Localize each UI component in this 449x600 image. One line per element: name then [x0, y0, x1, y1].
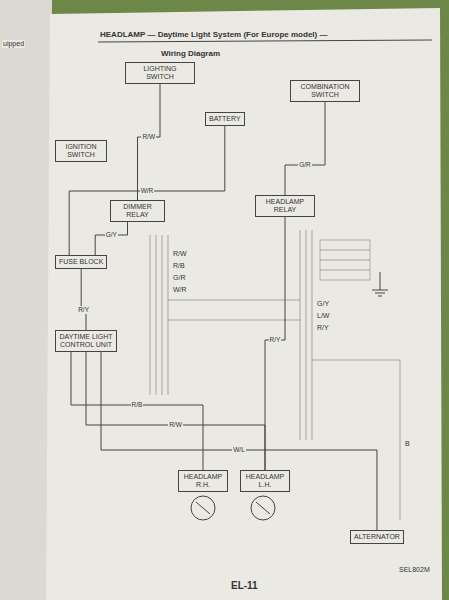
- wire: [265, 217, 285, 470]
- component-box: FUSE BLOCK: [55, 255, 107, 269]
- wire-label: G/Y: [316, 300, 330, 308]
- wire-label: uipped: [2, 40, 25, 48]
- component-box: IGNITION SWITCH: [55, 140, 107, 162]
- wire-label: R/W: [172, 250, 188, 258]
- component-name: DAYTIME LIGHT CONTROL UNIT: [59, 333, 113, 349]
- wire-label: R/B: [172, 262, 186, 270]
- component-box: DIMMER RELAY: [110, 200, 165, 222]
- wire-color-code: G/R: [298, 161, 312, 168]
- page-header: HEADLAMP — Daytime Light System (For Eur…: [100, 30, 327, 39]
- wire-label: EL-11: [230, 580, 259, 591]
- wire-color-code: R/W: [168, 421, 183, 428]
- header-rule: [98, 40, 432, 42]
- wire: [95, 222, 127, 255]
- component-box: HEADLAMP R.H.: [178, 470, 228, 492]
- component-name: FUSE BLOCK: [59, 258, 103, 266]
- wire: [81, 269, 86, 330]
- wire-color-code: R/W: [141, 133, 156, 140]
- component-name: BATTERY: [209, 115, 241, 123]
- component-box: BATTERY: [205, 112, 245, 126]
- wire-label: B: [404, 440, 411, 448]
- manual-page: [46, 8, 442, 600]
- wire-color-code: W/L: [232, 446, 246, 453]
- wire-label: Wiring Diagram: [160, 50, 221, 59]
- component-name: HEADLAMP R.H.: [182, 473, 224, 489]
- component-box: COMBINATION SWITCH: [290, 80, 360, 102]
- previous-page: [0, 0, 52, 600]
- wire-label: G/R: [172, 274, 186, 282]
- wire-color-code: W/R: [140, 187, 155, 194]
- wire-bundle: [150, 230, 400, 520]
- wire-label: W/R: [172, 286, 188, 294]
- wire-color-code: R/Y: [77, 306, 90, 313]
- wire-label: R/Y: [316, 324, 330, 332]
- component-box: LIGHTING SWITCH: [125, 62, 195, 84]
- component-name: COMBINATION SWITCH: [294, 83, 356, 99]
- wire-label: SEL802M: [398, 566, 431, 574]
- wire: [86, 352, 265, 470]
- wire: [101, 352, 377, 530]
- component-box: DAYTIME LIGHT CONTROL UNIT: [55, 330, 117, 352]
- wire-color-code: R/B: [131, 401, 144, 408]
- wire-color-code: G/Y: [105, 231, 118, 238]
- component-name: LIGHTING SWITCH: [129, 65, 191, 81]
- component-name: IGNITION SWITCH: [59, 143, 103, 159]
- wire: [138, 84, 161, 200]
- component-box: HEADLAMP RELAY: [255, 195, 315, 217]
- component-name: ALTERNATOR: [354, 533, 400, 541]
- headlamp-symbols: [191, 496, 275, 520]
- wire-color-code: R/Y: [269, 336, 282, 343]
- component-name: DIMMER RELAY: [114, 203, 161, 219]
- wire: [71, 352, 203, 470]
- component-box: HEADLAMP L.H.: [240, 470, 290, 492]
- ground-symbols: [372, 272, 388, 296]
- wire: [285, 102, 325, 195]
- wire-label: L/W: [316, 312, 330, 320]
- component-name: HEADLAMP RELAY: [259, 198, 311, 214]
- component-box: ALTERNATOR: [350, 530, 404, 544]
- component-name: HEADLAMP L.H.: [244, 473, 286, 489]
